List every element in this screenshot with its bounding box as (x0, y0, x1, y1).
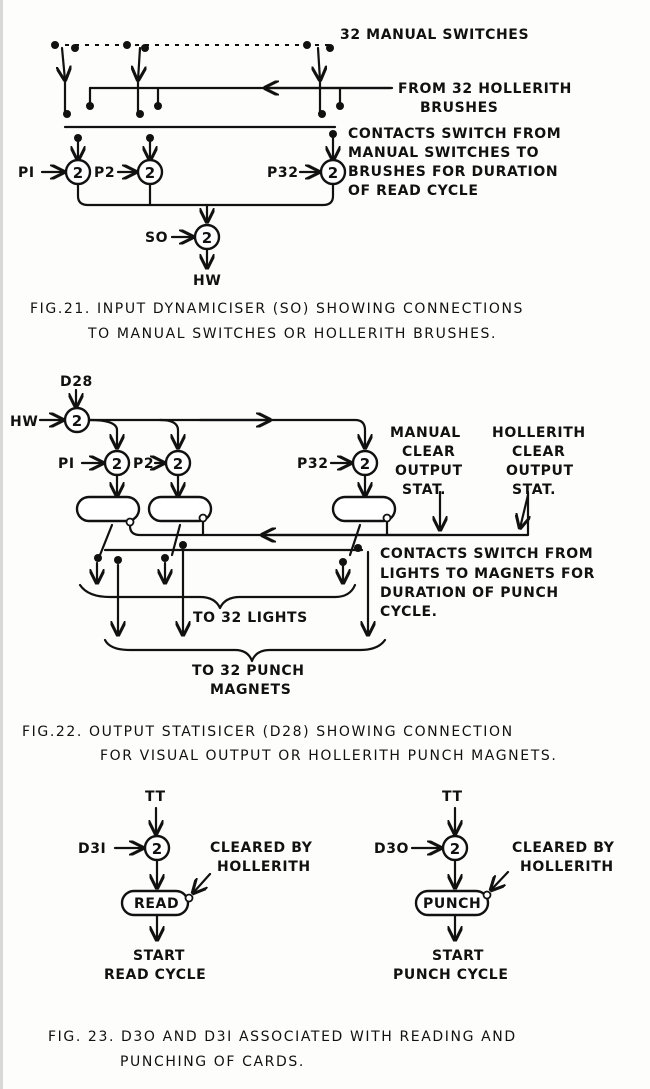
p2-label: P2 (94, 165, 115, 181)
contacts-line-3: DURATION OF PUNCH (380, 585, 559, 601)
statisicer-box-32 (331, 495, 397, 523)
switch-dot (303, 41, 311, 49)
switch-dot (51, 41, 59, 49)
hollerith-label: HOLLERITH (217, 859, 311, 875)
fig23-caption-line-2: PUNCHING OF CARDS. (120, 1054, 305, 1070)
to-magnets-line-1: TO 32 PUNCH (192, 663, 305, 679)
gate-number: 2 (173, 455, 183, 473)
fig22-caption-line-2: FOR VISUAL OUTPUT OR HOLLERITH PUNCH MAG… (100, 748, 557, 764)
start-label: START (133, 948, 185, 964)
contacts-line-2: MANUAL SWITCHES TO (348, 145, 539, 161)
gate-number: 2 (202, 229, 212, 247)
statisicer-box-1 (75, 495, 141, 523)
start-label: START (432, 948, 484, 964)
gate-number: 2 (73, 164, 83, 182)
manual-clear-line-4: STAT. (402, 482, 446, 498)
tt-label: TT (145, 789, 166, 805)
switch-dot (71, 44, 79, 52)
gate-number: 2 (112, 455, 122, 473)
contacts-line-4: CYCLE. (380, 604, 438, 620)
contacts-line-3: BRUSHES FOR DURATION (348, 164, 558, 180)
fig23-right-circuit: TT 2 D3O PUNCH CLEARED BY HOLLERITH STAR… (374, 789, 615, 983)
gate-number: 2 (360, 455, 370, 473)
fig23-left-circuit: TT 2 D3I READ CLEARED BY HOLLERITH START… (78, 789, 313, 983)
fig22-diagram: D28 2 HW 2 2 2 PI P2 P32 (10, 374, 595, 764)
contacts-line-4: OF READ CYCLE (348, 183, 479, 199)
manual-clear-line-1: MANUAL (390, 425, 461, 441)
hw-input-label: HW (10, 414, 38, 430)
fig23-caption-line-1: FIG. 23. D3O AND D3I ASSOCIATED WITH REA… (48, 1029, 517, 1045)
gate-number: 2 (450, 840, 460, 858)
punch-box-label: PUNCH (423, 896, 481, 912)
p1-label: PI (18, 165, 35, 181)
hollerith-clear-line-4: STAT. (512, 482, 556, 498)
p2-label: P2 (133, 456, 154, 472)
switch-dot (326, 44, 334, 52)
contacts-line-1: CONTACTS SWITCH FROM (380, 546, 593, 562)
from-hollerith-label: FROM 32 HOLLERITH (398, 81, 572, 97)
so-label: SO (145, 230, 168, 246)
hollerith-label: HOLLERITH (520, 859, 614, 875)
switch-dot (123, 41, 131, 49)
statisicer-box-2 (147, 495, 213, 523)
fig21-caption-line-1: FIG.21. INPUT DYNAMICISER (SO) SHOWING C… (30, 301, 524, 317)
to-magnets-line-2: MAGNETS (210, 682, 291, 698)
switch-dot (141, 44, 149, 52)
gate-number: 2 (145, 164, 155, 182)
d30-label: D3O (374, 841, 409, 857)
gate-number: 2 (152, 840, 162, 858)
manual-clear-line-2: CLEAR (402, 444, 455, 460)
p32-label: P32 (267, 165, 299, 181)
read-cycle-label: READ CYCLE (104, 967, 206, 983)
tt-label: TT (442, 789, 463, 805)
contacts-line-1: CONTACTS SWITCH FROM (348, 126, 561, 142)
read-box-label: READ (134, 896, 179, 912)
brushes-label: BRUSHES (420, 100, 498, 116)
gate-number: 2 (328, 164, 338, 182)
fig22-caption-line-1: FIG.22. OUTPUT STATISICER (D28) SHOWING … (22, 724, 514, 740)
manual-clear-line-3: OUTPUT (395, 463, 463, 479)
gate-number: 2 (72, 412, 82, 430)
p32-label: P32 (297, 456, 329, 472)
fig21-diagram: 32 MANUAL SWITCHES FROM 32 HOLLERITH BRU… (18, 27, 572, 342)
hollerith-clear-line-3: OUTPUT (506, 463, 574, 479)
d28-label: D28 (60, 374, 93, 390)
p1-label: PI (58, 456, 75, 472)
read-box (120, 889, 190, 917)
cleared-by-label: CLEARED BY (210, 840, 313, 856)
hollerith-clear-line-2: CLEAR (512, 444, 565, 460)
punch-box (414, 889, 490, 917)
fig21-caption-line-2: TO MANUAL SWITCHES OR HOLLERITH BRUSHES. (87, 326, 497, 342)
hw-label: HW (193, 273, 221, 289)
cleared-by-label: CLEARED BY (512, 840, 615, 856)
manual-switches-label: 32 MANUAL SWITCHES (340, 27, 529, 43)
punch-cycle-label: PUNCH CYCLE (393, 967, 508, 983)
d31-label: D3I (78, 841, 106, 857)
hollerith-clear-line-1: HOLLERITH (492, 425, 586, 441)
contacts-line-2: LIGHTS TO MAGNETS FOR (380, 566, 595, 582)
to-lights-label: TO 32 LIGHTS (193, 610, 308, 626)
